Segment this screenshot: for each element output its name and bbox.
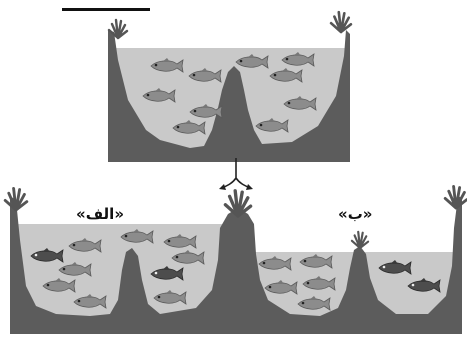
coral-icon (352, 232, 368, 248)
bottom-basins (5, 186, 467, 334)
header-underline (62, 8, 150, 11)
basin-label-alef: «الف» (76, 205, 124, 223)
top-basin (108, 12, 351, 162)
coral-icon (331, 12, 351, 32)
coral-icon (225, 191, 250, 216)
split-arrow-icon (219, 158, 253, 190)
basin-label-be: «ب» (338, 205, 372, 223)
coral-icon (445, 186, 467, 208)
coral-icon (5, 188, 27, 210)
